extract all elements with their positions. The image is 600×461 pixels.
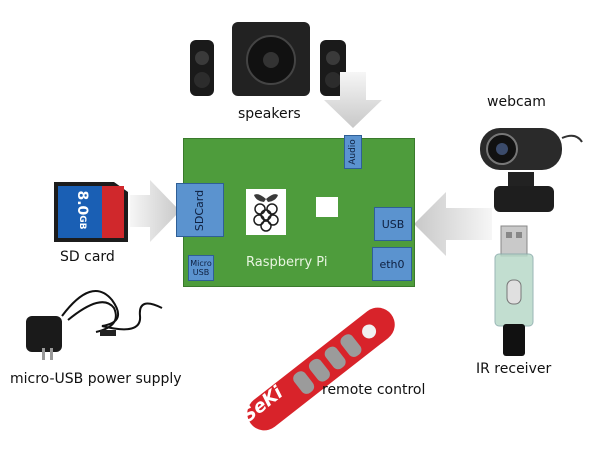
speakers-image (190, 22, 346, 96)
micro-usb-port-label: Micro USB (190, 259, 212, 277)
arrow-speakers-to-audio (324, 72, 382, 128)
usb-port-label: USB (381, 217, 405, 231)
raspberry-pi-name: Raspberry Pi (246, 255, 328, 270)
raspberry-pi-board: Audio SDCard Micro USB Raspberry Pi USB … (176, 135, 415, 287)
chip (316, 197, 338, 217)
micro-usb-port: Micro USB (188, 255, 214, 281)
power-supply-image (26, 290, 163, 360)
ir-receiver-image (494, 225, 534, 356)
speakers-label: speakers (238, 106, 301, 122)
eth0-port-label: eth0 (379, 257, 405, 271)
audio-port-label: Audio (348, 139, 358, 165)
sdcard-slot-label: SDCard (193, 189, 207, 231)
sd-card-image (54, 182, 128, 242)
arrow-webcam-to-usb (414, 192, 492, 256)
arrow-sdcard-to-board (130, 180, 180, 242)
raspberry-icon (253, 194, 279, 232)
raspberry-pi-logo (246, 189, 286, 235)
audio-port: Audio (344, 135, 362, 169)
usb-port: USB (374, 207, 412, 241)
sd-card-label: SD card (60, 249, 115, 265)
remote-control-image (247, 307, 395, 431)
sd-card-capacity-unit: GB (77, 215, 87, 230)
remote-control-label: remote control (322, 382, 426, 398)
ir-receiver-label: IR receiver (476, 361, 552, 377)
webcam-label: webcam (487, 94, 546, 110)
eth0-port: eth0 (372, 247, 412, 281)
webcam-image (480, 128, 583, 212)
sdcard-slot: SDCard (176, 183, 224, 237)
power-supply-label: micro-USB power supply (10, 371, 182, 387)
sd-card-capacity-value: 8.0 (74, 190, 90, 216)
